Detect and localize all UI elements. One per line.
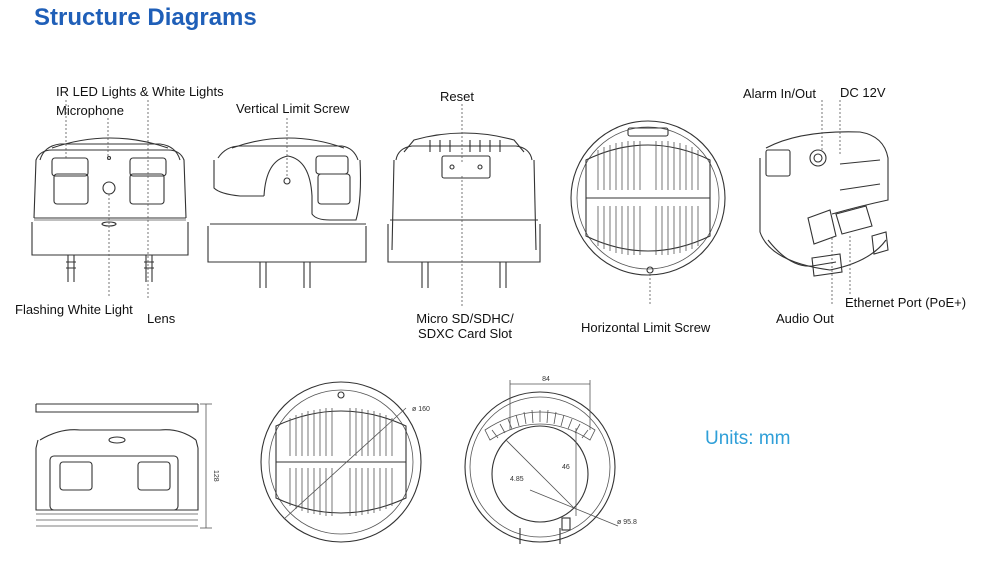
dimension-height: 128 [212, 470, 219, 482]
dimension-front-view-drawing: 128 [35, 403, 219, 529]
dimension-depth: 46 [562, 464, 570, 471]
dimension-top-view-drawing: ø 160 [260, 381, 430, 543]
dimension-top-width: 84 [542, 376, 550, 383]
units-label: Units: mm [705, 428, 791, 449]
label-ir-led-lights: IR LED Lights & White Lights [56, 84, 224, 99]
top-view-drawing [570, 120, 726, 306]
cable-view-drawing [759, 100, 889, 306]
label-horizontal-limit-screw: Horizontal Limit Screw [581, 320, 711, 335]
dimension-inner-diameter: 4.85 [510, 476, 524, 483]
label-microphone: Microphone [56, 103, 124, 118]
dimension-base-view-drawing: 84 46 4.85 ø 95.8 [464, 376, 637, 544]
side-view-drawing [207, 118, 367, 288]
label-sd-slot-line1: Micro SD/SDHC/ [416, 311, 514, 326]
back-view-drawing [387, 104, 541, 306]
label-ethernet-port: Ethernet Port (PoE+) [845, 295, 967, 310]
label-lens: Lens [147, 311, 176, 326]
label-audio-out: Audio Out [776, 311, 834, 326]
label-reset: Reset [440, 89, 474, 104]
dimension-base-diameter: ø 95.8 [617, 519, 637, 526]
label-flashing-white-light: Flashing White Light [15, 302, 133, 317]
label-vertical-limit-screw: Vertical Limit Screw [236, 101, 350, 116]
label-alarm-in-out: Alarm In/Out [743, 86, 816, 101]
label-dc-12v: DC 12V [840, 85, 886, 100]
dimension-outer-diameter: ø 160 [412, 406, 430, 413]
label-sd-slot-line2: SDXC Card Slot [418, 326, 512, 341]
front-view-drawing [31, 100, 189, 300]
page-title: Structure Diagrams [34, 4, 257, 31]
